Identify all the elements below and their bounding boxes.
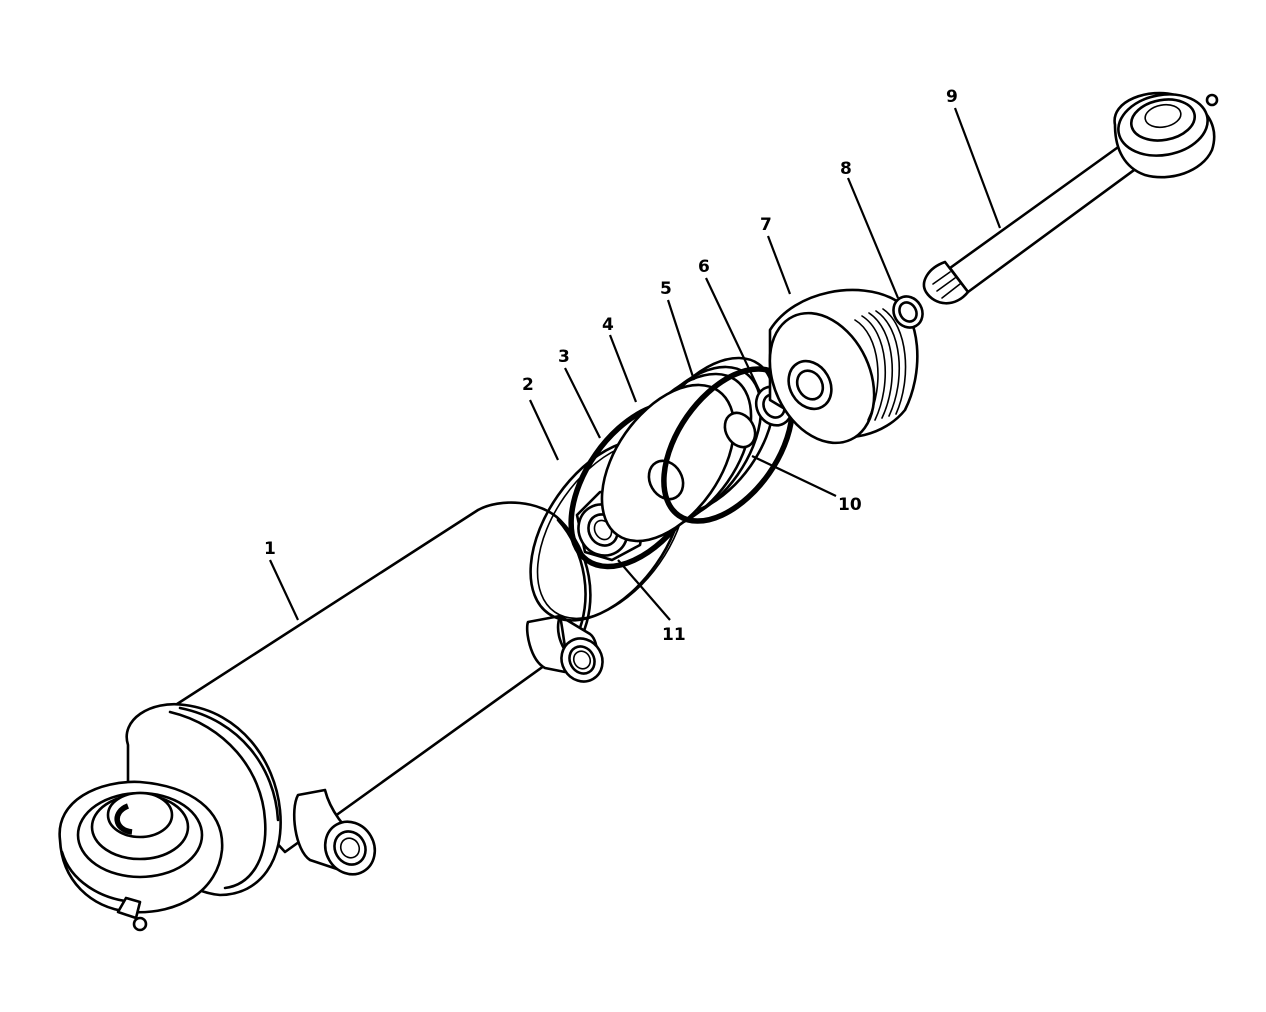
leader-7 <box>766 235 792 295</box>
piston-bore-10 <box>723 411 757 449</box>
callout-3: 3 <box>558 347 570 367</box>
callout-4: 4 <box>602 315 614 335</box>
callout-9: 9 <box>946 87 958 107</box>
leader-lines <box>269 107 1002 621</box>
leader-4 <box>608 334 638 403</box>
callout-8: 8 <box>840 159 852 179</box>
piston-rod-9 <box>922 91 1219 305</box>
leader-8 <box>846 177 900 299</box>
callout-2: 2 <box>522 375 534 395</box>
leader-2 <box>529 399 559 461</box>
callout-labels: 1 2 3 4 5 6 7 8 9 10 11 <box>264 87 958 645</box>
gland-7 <box>768 288 919 445</box>
callout-1: 1 <box>264 539 276 559</box>
callout-11: 11 <box>662 625 686 645</box>
rear-clevis-eye <box>58 780 224 932</box>
callout-10: 10 <box>838 495 862 515</box>
leader-10 <box>751 455 837 497</box>
callout-5: 5 <box>660 279 672 299</box>
leader-6 <box>705 277 761 393</box>
callout-7: 7 <box>760 215 772 235</box>
leader-11 <box>617 559 671 621</box>
leader-1 <box>269 559 299 621</box>
wiper-8 <box>892 295 924 329</box>
leader-9 <box>953 107 1002 229</box>
leader-5 <box>666 299 696 381</box>
rear-port <box>292 788 377 876</box>
leader-3 <box>564 367 601 439</box>
callout-6: 6 <box>698 257 710 277</box>
